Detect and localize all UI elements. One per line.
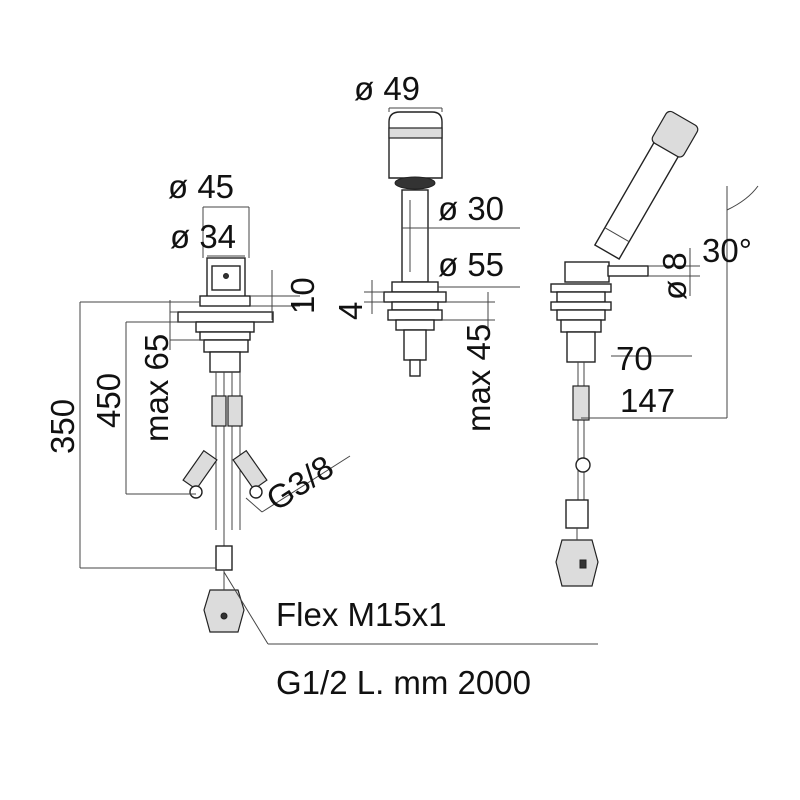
label-d30: ø 30 xyxy=(438,190,504,227)
lever-stub xyxy=(607,265,649,277)
label-angle: 30° xyxy=(702,232,752,269)
handle xyxy=(593,110,699,260)
g38-leader xyxy=(261,455,351,513)
side-connector xyxy=(575,457,591,473)
label-flex-2: G1/2 L. mm 2000 xyxy=(276,664,531,701)
right-view xyxy=(550,110,759,587)
body-screw xyxy=(223,273,229,279)
spout-band xyxy=(388,127,443,139)
side-cap xyxy=(564,261,610,283)
side-deck xyxy=(550,283,612,293)
label-147: 147 xyxy=(620,382,675,419)
label-10: 10 xyxy=(284,277,321,314)
side-shank xyxy=(566,331,596,363)
shank xyxy=(209,351,241,373)
angle-arc xyxy=(726,185,759,211)
side-flex-mark xyxy=(579,559,587,569)
flex-nut xyxy=(215,545,233,571)
spout-head xyxy=(388,111,443,179)
nut-2 xyxy=(199,331,251,341)
hose-fitting-1 xyxy=(211,395,227,427)
side-nut-1 xyxy=(556,291,606,303)
left-view xyxy=(79,206,598,645)
nut-3 xyxy=(203,339,249,353)
spout-nut-1 xyxy=(391,301,439,311)
flex-screw xyxy=(220,612,228,620)
spout-nut-2 xyxy=(387,309,443,321)
body-collar xyxy=(199,295,251,307)
connector-right xyxy=(232,449,268,491)
spout-shaft xyxy=(401,189,429,283)
side-nut-3 xyxy=(560,319,602,333)
label-350: 350 xyxy=(44,399,81,454)
label-d49: ø 49 xyxy=(354,70,420,107)
label-d55: ø 55 xyxy=(438,246,504,283)
label-flex-1: Flex M15x1 xyxy=(276,596,447,633)
spout-plate xyxy=(383,291,447,303)
connector-left xyxy=(182,449,218,491)
label-450: 450 xyxy=(90,373,127,428)
side-fitting xyxy=(572,385,590,421)
deck-plate xyxy=(177,311,274,323)
spout-nut-3 xyxy=(395,319,435,331)
label-d45: ø 45 xyxy=(168,168,234,205)
label-70: 70 xyxy=(616,340,653,377)
hose-fitting-2 xyxy=(227,395,243,427)
label-max45: max 45 xyxy=(460,324,497,432)
spout-tip xyxy=(409,359,421,377)
connector-nut-right xyxy=(249,485,263,499)
side-nut-2 xyxy=(556,309,606,321)
spout-collar xyxy=(391,281,439,293)
label-4: 4 xyxy=(332,302,369,320)
label-d34: ø 34 xyxy=(170,218,236,255)
connector-nut-left xyxy=(189,485,203,499)
spout-shank xyxy=(403,329,427,361)
side-plate xyxy=(550,301,612,311)
label-d8: ø 8 xyxy=(656,252,693,300)
nut-1 xyxy=(195,321,255,333)
side-flex-body xyxy=(555,539,599,587)
flex-leader xyxy=(223,571,269,645)
spout-outlet xyxy=(394,176,436,190)
label-g38: G3/8 xyxy=(260,448,340,518)
label-max65: max 65 xyxy=(138,334,175,442)
flex-body xyxy=(203,589,245,633)
middle-view xyxy=(364,107,520,377)
side-flex-nut xyxy=(565,499,589,529)
